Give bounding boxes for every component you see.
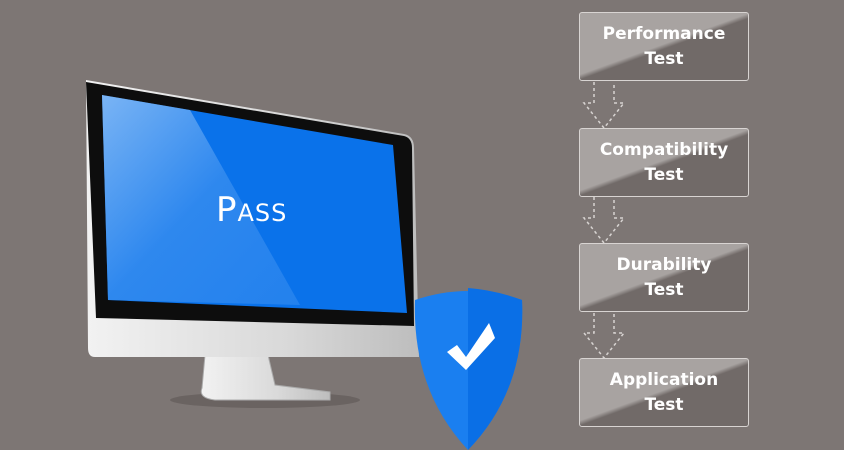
pass-text: PASS [216,190,288,230]
monitor [86,80,419,408]
flow-arrows [582,82,626,360]
arrow-down-icon [582,313,626,360]
arrow-down-icon [582,82,626,130]
checkmark-icon [447,323,495,370]
arrow-down-icon [582,197,626,245]
screen-glare [102,95,300,305]
shield [414,288,523,450]
monitor-stand [200,354,331,401]
